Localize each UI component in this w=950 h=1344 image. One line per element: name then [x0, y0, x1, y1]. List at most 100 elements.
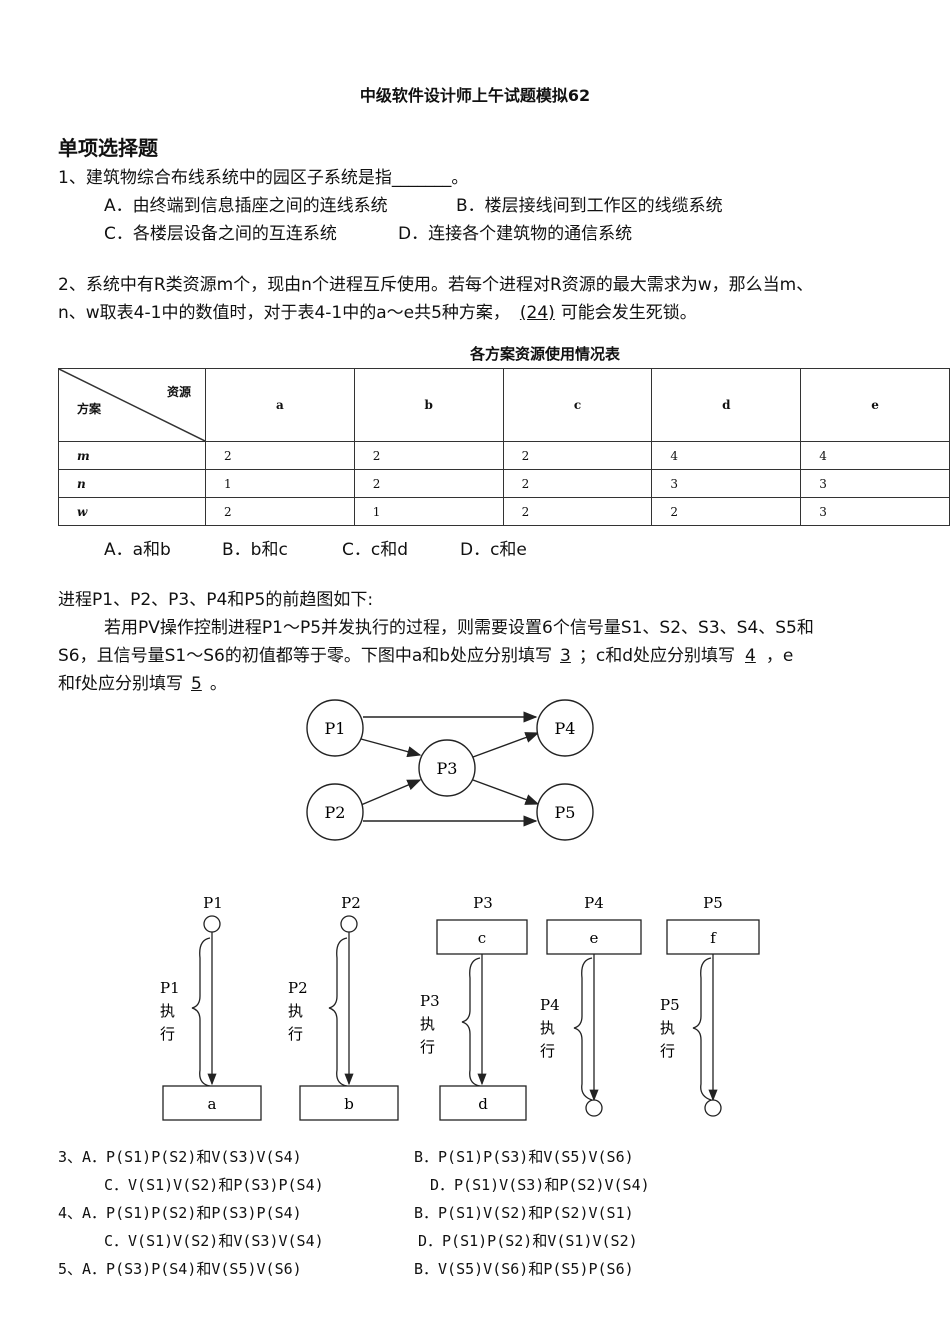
exec-label: 执 [160, 1002, 175, 1020]
edge-p3-p4 [472, 732, 540, 758]
table-row: m 2 2 2 4 4 [58, 441, 950, 470]
q2-option-a: A．a和b [104, 540, 171, 560]
edge-p1-p3 [360, 738, 422, 758]
start-circle [340, 915, 358, 933]
process-label: P1 [203, 894, 223, 912]
q5-option-b: B．V(S5)V(S6)和P(S5)P(S6) [414, 1260, 634, 1278]
q3-intro-line1: 进程P1、P2、P3、P4和P5的前趋图如下: [58, 590, 374, 610]
process-label: P4 [584, 894, 604, 912]
row-label: m [58, 441, 206, 470]
precedence-graph: P1 P2 P3 P4 P5 [306, 699, 594, 841]
table-cell: 4 [651, 441, 802, 470]
box-c [436, 919, 528, 955]
q1-option-d: D．连接各个建筑物的通信系统 [398, 224, 633, 244]
edge-p3-p5 [472, 779, 540, 805]
q1-stem: 1、建筑物综合布线系统中的园区子系统是指_______。 [58, 168, 469, 188]
q3-intro-line3a: S6，且信号量S1～S6的初值都等于零。下图中a和b处应分别填写 [58, 646, 553, 666]
q3-option-a: 3、A．P(S1)P(S2)和V(S3)V(S4) [58, 1148, 302, 1166]
q3-option-c: C．V(S1)V(S2)和P(S3)P(S4) [104, 1176, 324, 1194]
q2-line2: n、w取表4-1中的数值时，对于表4-1中的a～e共5种方案，(24)可能会发生… [58, 298, 697, 323]
exec-label: 执 [540, 1019, 555, 1037]
end-circle [585, 1099, 603, 1117]
table-corner: 资源 方案 [58, 368, 206, 442]
exec-label: P4 [540, 996, 560, 1014]
diagonal-line [59, 369, 205, 441]
q3-intro-line2: 若用PV操作控制进程P1～P5并发执行的过程，则需要设置6个信号量S1、S2、S… [104, 618, 814, 638]
corner-top-label: 资源 [166, 385, 191, 399]
q2-line2-end: 可能会发生死锁。 [560, 303, 697, 323]
column-header: b [353, 368, 504, 442]
blank-3: 3 [560, 646, 571, 666]
exec-label: 行 [660, 1042, 675, 1060]
table-row: w 2 1 2 2 3 [58, 497, 950, 526]
q3-intro-line3c: ，e [765, 646, 794, 666]
box-e [546, 919, 642, 955]
table-row: n 1 2 2 3 3 [58, 469, 950, 498]
process-label: P2 [341, 894, 361, 912]
q1-option-b: B．楼层接线间到工作区的线缆系统 [456, 196, 723, 216]
brace [191, 937, 211, 1087]
process-label: P3 [473, 894, 493, 912]
row-label: n [58, 469, 206, 498]
resource-table: 资源 方案 a b c d e m 2 2 2 4 4 n 1 2 2 3 3 … [58, 368, 950, 526]
exec-label: 行 [288, 1025, 303, 1043]
box-label: b [344, 1095, 354, 1113]
box-label: c [478, 929, 486, 947]
brace [328, 937, 348, 1087]
q3-option-d: D．P(S1)V(S3)和P(S2)V(S4) [430, 1176, 650, 1194]
node-p2 [306, 783, 364, 841]
start-circle [203, 915, 221, 933]
exec-label: 执 [420, 1015, 435, 1033]
q3-intro-line4b: 。 [209, 674, 227, 694]
table-cell: 2 [205, 497, 355, 526]
corner-bottom-label: 方案 [77, 402, 102, 416]
q2-line1: 2、系统中有R类资源m个，现由n个进程互斥使用。若每个进程对R资源的最大需求为w… [58, 275, 814, 295]
q1-option-a: A．由终端到信息插座之间的连线系统 [104, 196, 388, 216]
q3-intro-line4a: 和f处应分别填写 [58, 674, 183, 694]
column-header: e [800, 368, 950, 442]
table-cell: 2 [651, 497, 802, 526]
q2-option-c: C．c和d [342, 540, 409, 560]
table-cell: 2 [353, 441, 504, 470]
exec-label: 执 [288, 1002, 303, 1020]
brace [573, 957, 593, 1101]
q4-option-d: D．P(S1)P(S2)和V(S1)V(S2) [418, 1232, 638, 1250]
node-label: P5 [555, 803, 576, 822]
column-header: a [205, 368, 355, 442]
node-label: P4 [555, 719, 576, 738]
table-title: 各方案资源使用情况表 [470, 345, 621, 363]
exec-label: 行 [540, 1042, 555, 1060]
q3-option-b: B．P(S1)P(S3)和V(S5)V(S6) [414, 1148, 634, 1166]
q4-option-b: B．P(S1)V(S2)和P(S2)V(S1) [414, 1204, 634, 1222]
node-label: P3 [437, 759, 458, 778]
q5-option-a: 5、A．P(S3)P(S4)和V(S5)V(S6) [58, 1260, 302, 1278]
box-label: e [590, 929, 599, 947]
node-p5 [536, 783, 594, 841]
table-cell: 1 [353, 497, 504, 526]
q4-option-a: 4、A．P(S1)P(S2)和P(S3)P(S4) [58, 1204, 302, 1222]
table-cell: 3 [800, 469, 950, 498]
box-label: d [478, 1095, 488, 1113]
box-f [666, 919, 760, 955]
process-label: P5 [703, 894, 723, 912]
q2-blank: (24) [519, 303, 555, 323]
q3-intro-line4: 和f处应分别填写 5 。 [58, 669, 227, 694]
q2-option-b: B．b和c [222, 540, 288, 560]
node-label: P2 [325, 803, 346, 822]
end-circle [704, 1099, 722, 1117]
blank-5: 5 [191, 674, 202, 694]
exec-label: P1 [160, 979, 180, 997]
q2-option-d: D．c和e [460, 540, 527, 560]
q4-option-c: C．V(S1)V(S2)和V(S3)V(S4) [104, 1232, 324, 1250]
table-cell: 2 [502, 441, 653, 470]
q1-option-c: C．各楼层设备之间的互连系统 [104, 224, 337, 244]
section-heading: 单项选择题 [58, 136, 158, 160]
row-label: w [58, 497, 206, 526]
table-cell: 2 [205, 441, 355, 470]
column-header: c [502, 368, 653, 442]
table-cell: 2 [502, 469, 653, 498]
node-p3 [418, 739, 476, 797]
box-d [439, 1085, 527, 1121]
box-label: a [208, 1095, 217, 1113]
